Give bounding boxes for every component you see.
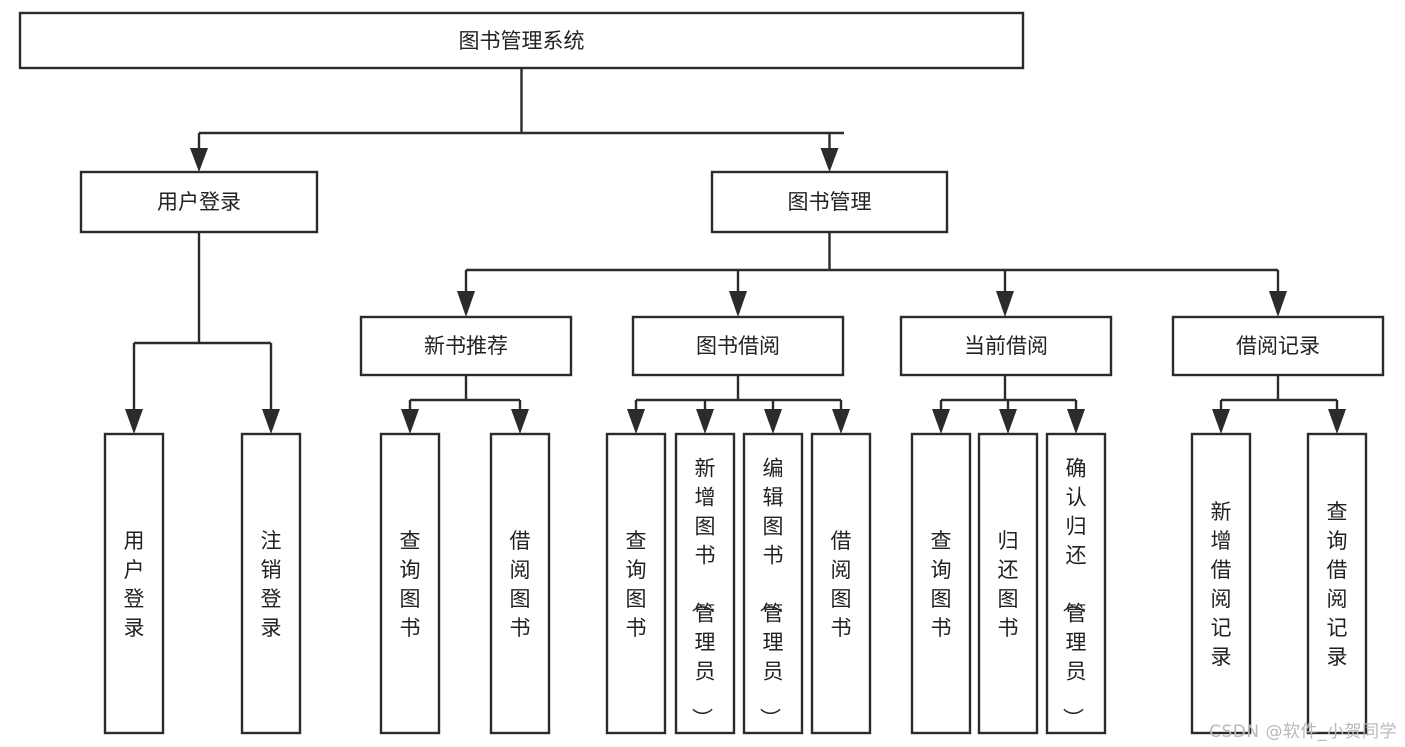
arrow-icon-to-leaf-confirm-return	[1067, 409, 1085, 434]
arrow-icon-to-leaf-return-book	[999, 409, 1017, 434]
node-leaf-confirm-return[interactable]: 确认归还（管理员）	[1045, 432, 1107, 735]
node-leaf-query-book-3[interactable]: 查询图书	[910, 432, 972, 735]
arrow-icon-to-leaf-query-book-3	[932, 409, 950, 434]
node-leaf-add-book[interactable]: 新增图书（管理员）	[674, 432, 736, 735]
node-leaf-borrow-book-1-box[interactable]	[489, 432, 551, 735]
node-leaf-query-book-3-box[interactable]	[910, 432, 972, 735]
arrow-icon-to-leaf-borrow-book-2	[832, 409, 850, 434]
node-leaf-query-record-label: 查询借阅记录	[1327, 500, 1348, 669]
node-leaf-edit-book-label: 编辑图书（管理员）	[758, 457, 784, 729]
node-leaf-borrow-book-1-label: 借阅图书	[510, 529, 531, 640]
arrow-icon-to-new-book-recommend	[457, 291, 475, 317]
node-leaf-add-book-box[interactable]	[674, 432, 736, 735]
node-leaf-user-logout[interactable]: 注销登录	[240, 432, 302, 735]
node-user-login-box[interactable]	[79, 170, 319, 234]
arrow-icon-to-book-borrow	[729, 291, 747, 317]
node-book-borrow-box[interactable]	[631, 315, 845, 377]
node-borrow-record-label: 借阅记录	[1236, 334, 1320, 358]
node-leaf-return-book[interactable]: 归还图书	[977, 432, 1039, 735]
arrow-icon-to-user-login	[190, 148, 208, 172]
node-book-borrow-label: 图书借阅	[696, 334, 780, 358]
node-root-box[interactable]	[18, 11, 1025, 70]
node-new-book-recommend-box[interactable]	[359, 315, 573, 377]
node-new-book-recommend-label: 新书推荐	[424, 334, 508, 358]
node-leaf-add-record[interactable]: 新增借阅记录	[1190, 432, 1252, 735]
arrow-icon-to-current-borrow	[996, 291, 1014, 317]
node-leaf-query-book-1[interactable]: 查询图书	[379, 432, 441, 735]
node-book-borrow[interactable]: 图书借阅	[631, 315, 845, 377]
node-leaf-confirm-return-label: 确认归还（管理员）	[1061, 457, 1087, 729]
node-borrow-record-box[interactable]	[1171, 315, 1385, 377]
node-new-book-recommend[interactable]: 新书推荐	[359, 315, 573, 377]
arrow-icon-to-leaf-user-login	[125, 409, 143, 434]
node-leaf-return-book-box[interactable]	[977, 432, 1039, 735]
node-leaf-edit-book[interactable]: 编辑图书（管理员）	[742, 432, 804, 735]
arrow-icon-to-leaf-add-record	[1212, 409, 1230, 434]
node-user-login[interactable]: 用户登录	[79, 170, 319, 234]
node-leaf-return-book-label: 归还图书	[998, 529, 1019, 640]
node-user-login-label: 用户登录	[157, 190, 241, 214]
node-leaf-borrow-book-2-label: 借阅图书	[831, 529, 852, 640]
arrow-icon-to-leaf-add-book	[696, 409, 714, 434]
node-leaf-query-record[interactable]: 查询借阅记录	[1306, 432, 1368, 735]
node-leaf-borrow-book-2-box[interactable]	[810, 432, 872, 735]
node-book-manage-label: 图书管理	[788, 190, 872, 214]
node-leaf-query-book-2-box[interactable]	[605, 432, 667, 735]
arrow-icon-to-leaf-query-record	[1328, 409, 1346, 434]
node-root-label: 图书管理系统	[459, 29, 585, 53]
arrow-icon-to-leaf-borrow-book-1	[511, 409, 529, 434]
node-leaf-query-book-1-label: 查询图书	[400, 529, 421, 640]
arrow-icon-to-leaf-user-logout	[262, 409, 280, 434]
arrow-icon-to-leaf-query-book-2	[627, 409, 645, 434]
node-leaf-user-login-box[interactable]	[103, 432, 165, 735]
node-leaf-add-record-box[interactable]	[1190, 432, 1252, 735]
csdn-watermark: CSDN @软件_小贺同学	[1209, 722, 1397, 742]
arrow-icon-to-leaf-edit-book	[764, 409, 782, 434]
arrow-icon-to-leaf-query-book-1	[401, 409, 419, 434]
node-leaf-query-book-1-box[interactable]	[379, 432, 441, 735]
node-current-borrow-label: 当前借阅	[964, 334, 1048, 358]
node-leaf-borrow-book-1[interactable]: 借阅图书	[489, 432, 551, 735]
node-leaf-query-book-3-label: 查询图书	[931, 529, 952, 640]
node-leaf-user-login-label: 用户登录	[124, 529, 145, 640]
node-book-manage[interactable]: 图书管理	[710, 170, 949, 234]
node-leaf-query-book-2[interactable]: 查询图书	[605, 432, 667, 735]
arrow-icon-to-book-manage	[820, 148, 839, 172]
node-borrow-record[interactable]: 借阅记录	[1171, 315, 1385, 377]
node-leaf-add-book-label: 新增图书（管理员）	[690, 457, 716, 729]
node-current-borrow-box[interactable]	[899, 315, 1113, 377]
arrow-icon-to-borrow-record	[1269, 291, 1287, 317]
connector-layer	[132, 68, 1339, 409]
arrowhead-layer	[125, 148, 1346, 434]
node-root[interactable]: 图书管理系统	[18, 11, 1025, 70]
node-leaf-borrow-book-2[interactable]: 借阅图书	[810, 432, 872, 735]
node-book-manage-box[interactable]	[710, 170, 949, 234]
node-leaf-user-logout-label: 注销登录	[261, 529, 282, 640]
node-leaf-query-book-2-label: 查询图书	[626, 529, 647, 640]
leaf-layer: 用户登录 注销登录 查询图书 借阅图书 查询图书 新增图书（管理员）	[103, 432, 1368, 735]
node-leaf-query-record-box[interactable]	[1306, 432, 1368, 735]
node-leaf-user-logout-box[interactable]	[240, 432, 302, 735]
node-leaf-user-login[interactable]: 用户登录	[103, 432, 165, 735]
node-leaf-edit-book-box[interactable]	[742, 432, 804, 735]
node-leaf-confirm-return-box[interactable]	[1045, 432, 1107, 735]
node-current-borrow[interactable]: 当前借阅	[899, 315, 1113, 377]
node-leaf-add-record-label: 新增借阅记录	[1211, 500, 1232, 669]
